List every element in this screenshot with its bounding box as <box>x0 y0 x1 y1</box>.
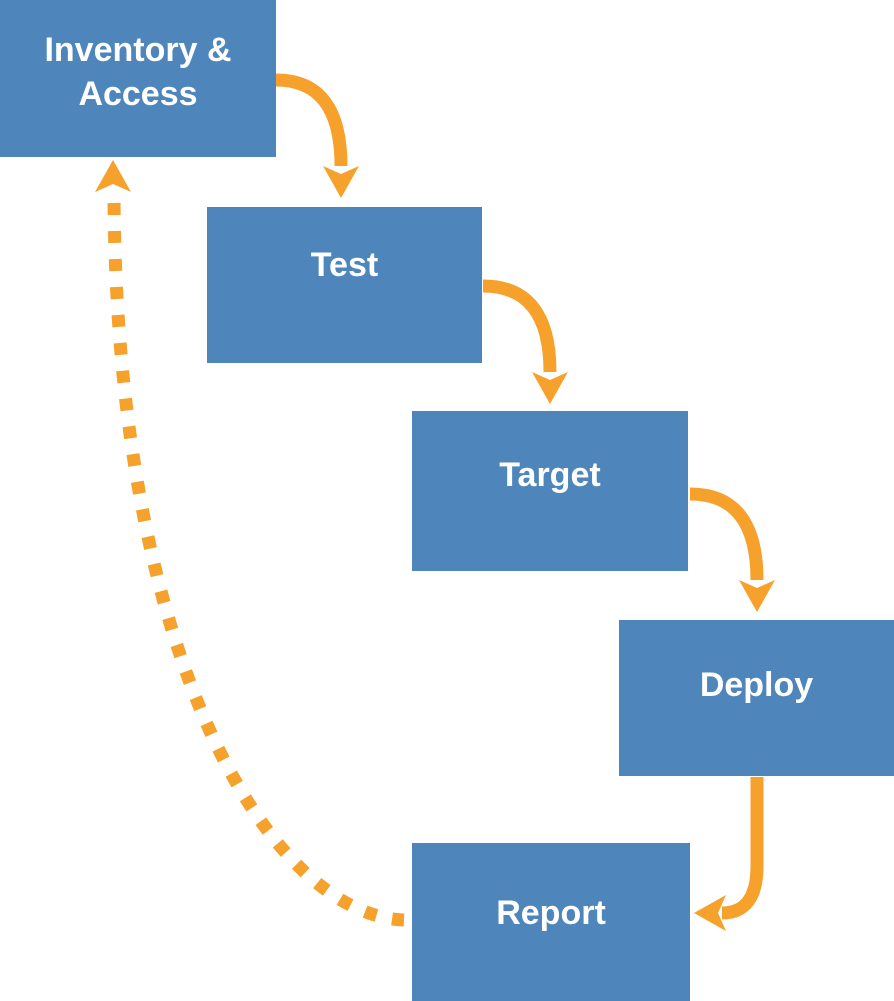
arrow-inventory-to-test <box>275 73 359 198</box>
node-label: Test <box>310 246 379 285</box>
arrowhead-down <box>532 372 568 404</box>
node-target: Target <box>412 411 688 571</box>
dashed-edge <box>107 194 405 927</box>
arrowhead-up <box>95 160 131 192</box>
node-label: Target <box>499 456 601 495</box>
arrow-report-to-inventory <box>95 160 405 927</box>
arrowhead-left <box>694 895 726 931</box>
node-test: Test <box>207 207 482 363</box>
solid-edge <box>689 487 764 581</box>
node-deploy: Deploy <box>619 620 894 776</box>
solid-edge <box>275 73 348 167</box>
node-label: Inventory & Access <box>44 30 232 113</box>
arrow-test-to-target <box>482 279 568 404</box>
node-report: Report <box>412 843 690 1001</box>
arrowhead-down <box>739 580 775 612</box>
node-inventory-access: Inventory & Access <box>0 0 276 157</box>
node-label: Deploy <box>699 666 814 705</box>
arrow-target-to-deploy <box>689 487 775 612</box>
solid-edge <box>721 777 764 920</box>
node-label: Report <box>496 894 606 933</box>
arrowhead-down <box>323 166 359 198</box>
solid-edge <box>482 279 557 373</box>
arrow-deploy-to-report <box>694 777 764 931</box>
